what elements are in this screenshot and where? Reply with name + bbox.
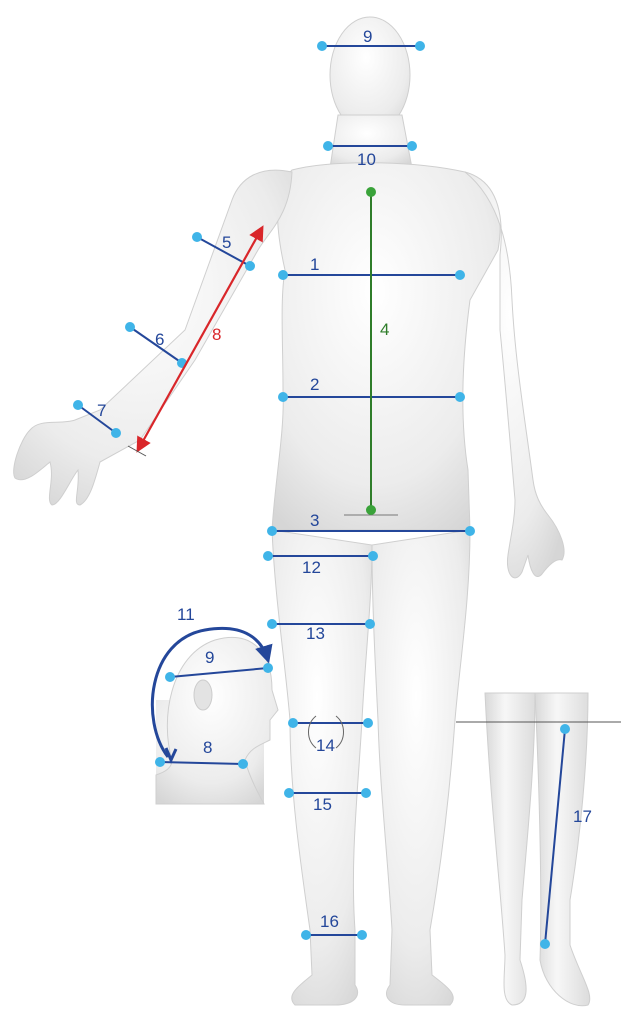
label-14: 14 — [316, 736, 335, 755]
measurement-2-waist-start-dot — [278, 392, 288, 402]
label-8-inset: 8 — [203, 738, 212, 757]
label-5: 5 — [222, 233, 231, 252]
measurement-5-upper-arm-end-dot — [245, 261, 255, 271]
measurement-16-ankle-start-dot — [301, 930, 311, 940]
label-3: 3 — [310, 511, 319, 530]
measurement-1-chest-end-dot — [455, 270, 465, 280]
label-6: 6 — [155, 330, 164, 349]
measurement-12-thigh-top-start-dot — [263, 551, 273, 561]
measurement-5-upper-arm-start-dot — [192, 232, 202, 242]
measurement-9-inset-head-end-dot — [263, 663, 273, 673]
measurement-6-forearm-start-dot — [125, 322, 135, 332]
measurement-14-knee-start-dot — [288, 718, 298, 728]
measurement-9-head-start-dot — [317, 41, 327, 51]
measurement-14-knee-end-dot — [363, 718, 373, 728]
label-17: 17 — [573, 807, 592, 826]
inset-leg-left — [485, 693, 535, 1005]
measurement-12-thigh-top-end-dot — [368, 551, 378, 561]
label-9-inset: 9 — [205, 648, 214, 667]
measurement-7-wrist-end-dot — [111, 428, 121, 438]
measurement-9-head-end-dot — [415, 41, 425, 51]
measurement-8-inset-neck-end-dot — [238, 759, 248, 769]
measurement-17-inseam-start-dot — [560, 724, 570, 734]
label-15: 15 — [313, 795, 332, 814]
torso-shape — [272, 163, 500, 530]
label-8-arm: 8 — [212, 325, 221, 344]
measurement-4-bottom-dot — [366, 505, 376, 515]
measurement-13-thigh-mid-end-dot — [365, 619, 375, 629]
label-9: 9 — [363, 27, 372, 46]
label-4: 4 — [380, 320, 389, 339]
measurement-16-ankle-end-dot — [357, 930, 367, 940]
label-1: 1 — [310, 255, 319, 274]
measurement-10-neck-end-dot — [407, 141, 417, 151]
main-body-figure — [14, 17, 564, 1005]
label-2: 2 — [310, 375, 319, 394]
measurement-8-end-tick — [128, 446, 146, 456]
label-13: 13 — [306, 624, 325, 643]
right-leg-shape — [372, 530, 470, 1005]
label-7: 7 — [97, 401, 106, 420]
measurement-10-neck-start-dot — [323, 141, 333, 151]
measurement-13-thigh-mid-start-dot — [267, 619, 277, 629]
measurement-3-hips-end-dot — [465, 526, 475, 536]
measurement-7-wrist-start-dot — [73, 400, 83, 410]
measurement-9-inset-head-start-dot — [165, 672, 175, 682]
measurement-17-inseam-end-dot — [540, 939, 550, 949]
legs-side-inset — [485, 693, 590, 1006]
measurement-1-chest-start-dot — [278, 270, 288, 280]
left-leg-shape — [272, 530, 372, 1005]
head-profile-inset — [156, 637, 278, 804]
label-12: 12 — [302, 558, 321, 577]
measurement-2-waist-end-dot — [455, 392, 465, 402]
measurement-3-hips-start-dot — [267, 526, 277, 536]
inset-leg-right — [535, 693, 590, 1006]
measurement-15-calf-end-dot — [361, 788, 371, 798]
label-10: 10 — [357, 150, 376, 169]
label-16: 16 — [320, 912, 339, 931]
measurement-8-inset-neck-start-dot — [155, 757, 165, 767]
left-arm-shape — [14, 170, 292, 505]
measurement-15-calf-start-dot — [284, 788, 294, 798]
label-11: 11 — [177, 605, 195, 624]
measurement-4-top-dot — [366, 187, 376, 197]
inset-ear-shape — [194, 680, 212, 710]
